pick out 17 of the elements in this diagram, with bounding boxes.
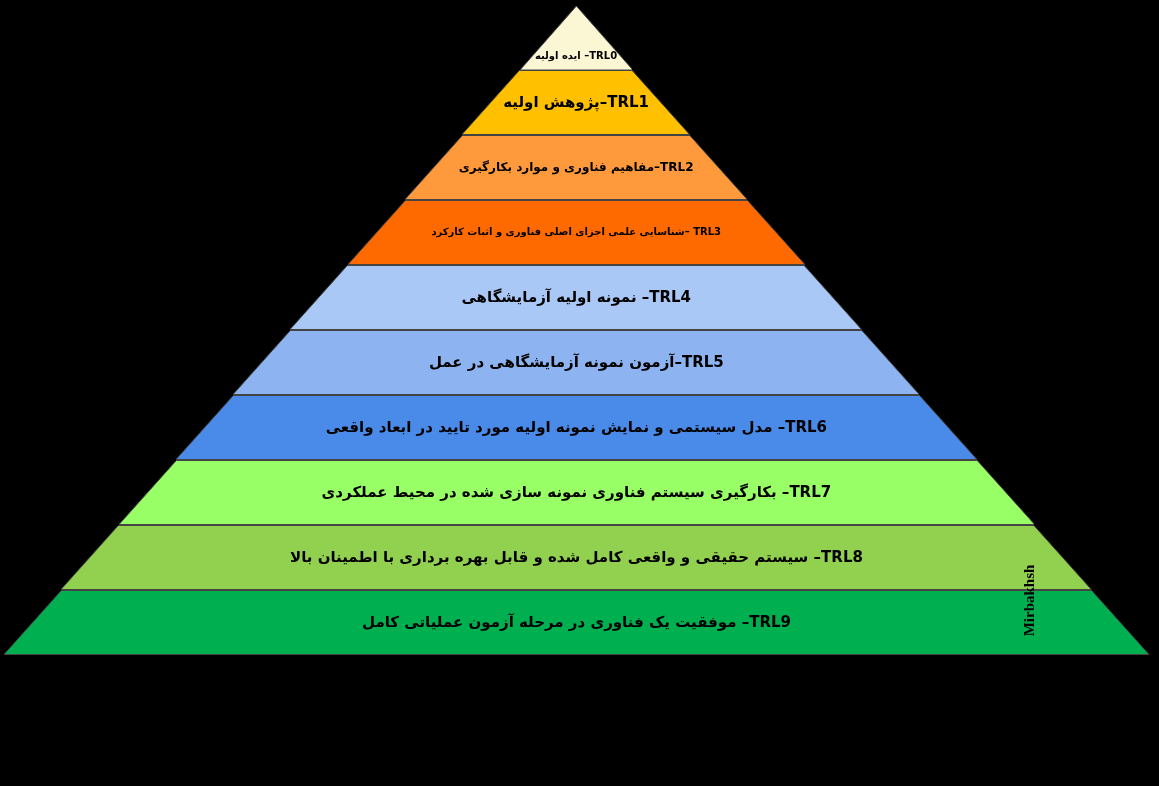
pyramid-tier (405, 135, 748, 200)
tier-label: TRL4– نمونه اولیه آزمایشگاهی (460, 287, 693, 306)
tier-label: TRL3 –شناسایی علمی اجزای اصلی فناوری و اثبات کارکرد (430, 226, 722, 237)
tier-label: TRL1–پژوهش اولیه (502, 92, 650, 111)
tier-label: TRL0– ایده اولیه (533, 49, 619, 61)
vertical-note: Mirbakhsh (1021, 564, 1039, 636)
pyramid-tier (347, 200, 805, 265)
tier-label: TRL7– بکارگیری سیستم فناوری نمونه سازی شده در محیط عملکردی (320, 482, 833, 501)
tier-label: TRL8– سیستم حقیقی و واقعی کامل شده و قابل بهره برداری با اطمینان بالا (289, 547, 864, 566)
pyramid-tier (290, 265, 863, 330)
pyramid-tier (233, 330, 920, 395)
tier-label: TRL5–آزمون نمونه آزمایشگاهی در عمل (427, 352, 725, 371)
tier-label: TRL2–مفاهیم فناوری و موارد بکارگیری (457, 159, 695, 174)
tier-label: TRL6– مدل سیستمی و نمایش نمونه اولیه مورد تایید در ابعاد واقعی (324, 417, 828, 436)
pyramid-tier (462, 70, 690, 135)
pyramid-tier (118, 460, 1035, 525)
pyramid-tier (175, 395, 977, 460)
